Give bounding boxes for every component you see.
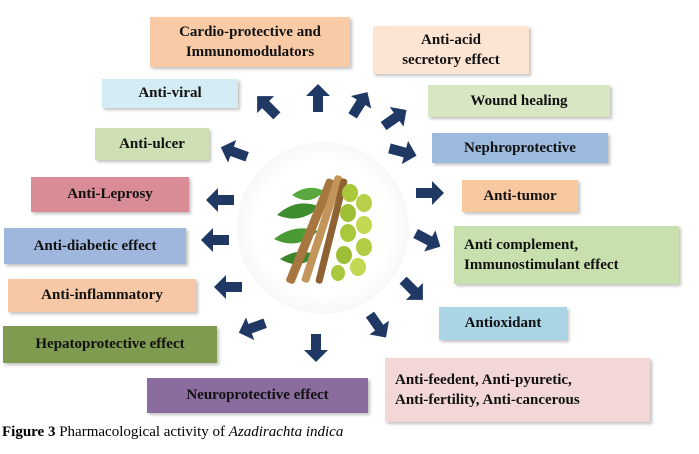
box-anti-viral: Anti-viral	[102, 79, 238, 108]
arrow-left-diabetic	[201, 228, 229, 252]
box-anti-feedent-line2: Anti-fertility, Anti-cancerous	[395, 392, 580, 408]
arrow-down-neuro	[304, 334, 328, 362]
box-anti-complement-line2: Immunostimulant effect	[464, 257, 619, 273]
box-wound-healing: Wound healing	[428, 85, 610, 117]
arrow-right-nephro	[386, 136, 420, 168]
arrow-right-feedent	[360, 307, 396, 345]
arrow-up-right	[342, 85, 378, 123]
arrow-left-hepato	[234, 311, 270, 345]
box-anti-diabetic: Anti-diabetic effect	[4, 228, 186, 264]
box-cardio-line1: Cardio-protective and	[179, 23, 321, 40]
neem-leaves-twigs-fruits-image	[274, 175, 372, 284]
box-anti-ulcer: Anti-ulcer	[95, 128, 209, 160]
arrow-left-inflammatory	[214, 275, 242, 299]
arrow-right-upper	[376, 100, 414, 136]
arrow-left-ulcer	[216, 135, 252, 169]
box-anti-complement-line1: Anti complement,	[464, 236, 579, 253]
arrow-up-left	[248, 87, 286, 125]
box-anti-acid-line2: secretory effect	[402, 52, 500, 68]
box-anti-acid: Anti-acid secretory effect	[373, 26, 529, 74]
box-hepatoprotective: Hepatoprotective effect	[3, 326, 217, 363]
box-cardio-line2: Immunomodulators	[185, 44, 315, 60]
arrow-right-complement	[410, 222, 446, 258]
box-anti-tumor: Anti-tumor	[462, 180, 578, 212]
box-neuroprotective: Neuroprotective effect	[147, 378, 368, 413]
box-anti-leprosy: Anti-Leprosy	[31, 177, 189, 212]
arrow-right-tumor	[416, 181, 444, 205]
arrow-left-leprosy	[206, 188, 234, 212]
box-anti-feedent: Anti-feedent, Anti-pyuretic, Anti-fertili…	[385, 358, 650, 422]
arrow-up	[306, 84, 330, 112]
box-nephroprotective: Nephroprotective	[432, 133, 608, 163]
box-anti-inflammatory: Anti-inflammatory	[8, 279, 196, 312]
figure-caption: Figure 3 Pharmacological activity of Aza…	[2, 424, 343, 441]
caption-text: Pharmacological activity of	[55, 424, 229, 440]
box-antioxidant: Antioxidant	[439, 307, 567, 340]
arrow-right-antioxidant	[394, 271, 432, 309]
box-anti-feedent-line1: Anti-feedent, Anti-pyuretic,	[395, 371, 572, 388]
box-anti-complement: Anti complement, Immunostimulant effect	[454, 226, 679, 284]
caption-label: Figure 3	[2, 424, 56, 440]
caption-species: Azadirachta indica	[228, 424, 344, 440]
box-anti-acid-line1: Anti-acid	[421, 31, 481, 48]
